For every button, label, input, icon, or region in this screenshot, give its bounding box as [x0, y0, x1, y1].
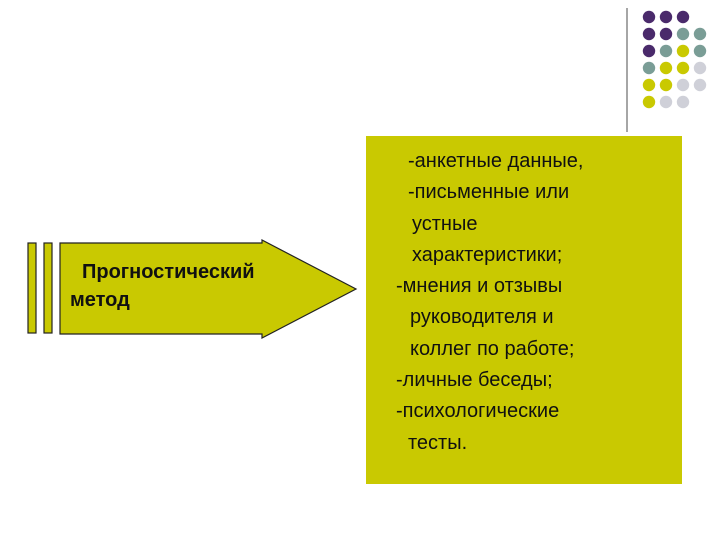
arrow-stripe-2 — [43, 242, 53, 334]
decorative-dot — [693, 61, 707, 75]
decorative-dot — [676, 44, 690, 58]
decorative-dot — [693, 27, 707, 41]
decorative-dot — [676, 27, 690, 41]
decorative-dot — [659, 44, 673, 58]
decorative-dot — [693, 78, 707, 92]
sources-line: -анкетные данные, — [408, 150, 584, 172]
decorative-dot — [659, 27, 673, 41]
decorative-dot — [659, 95, 673, 109]
decorative-dot — [659, 61, 673, 75]
method-label: Прогностический метод — [70, 258, 320, 314]
sources-line: тесты. — [408, 431, 468, 454]
sources-box — [366, 136, 682, 484]
arrow-body — [59, 239, 358, 339]
decorative-dot — [693, 44, 707, 58]
sources-line: руководителя и — [410, 306, 554, 329]
method-label-line2: метод — [70, 289, 130, 311]
sources-line: устные — [412, 212, 478, 235]
sources-list: -анкетные данные, -письменные или устные… — [396, 146, 686, 459]
decorative-dot — [642, 10, 656, 24]
decorative-dot — [676, 61, 690, 75]
method-label-line1: Прогностический — [82, 261, 255, 283]
sources-line: -психологические — [396, 400, 560, 423]
decorative-dot — [642, 95, 656, 109]
sources-line: характеристики; — [412, 243, 563, 266]
sources-line: коллег по работе; — [410, 337, 575, 360]
decorative-dot — [642, 78, 656, 92]
sources-line: -мнения и отзывы — [396, 275, 563, 298]
decorative-dot — [676, 10, 690, 24]
sources-line: -личные беседы; — [396, 369, 553, 392]
sources-line: -письменные или — [408, 181, 570, 204]
decorative-dot — [659, 78, 673, 92]
decorative-dot — [642, 27, 656, 41]
decorative-dot — [676, 95, 690, 109]
decorative-dot — [659, 10, 673, 24]
decorative-dot — [642, 61, 656, 75]
decorative-dot — [642, 44, 656, 58]
arrow-stripe-1 — [27, 242, 37, 334]
decorative-dot — [676, 78, 690, 92]
